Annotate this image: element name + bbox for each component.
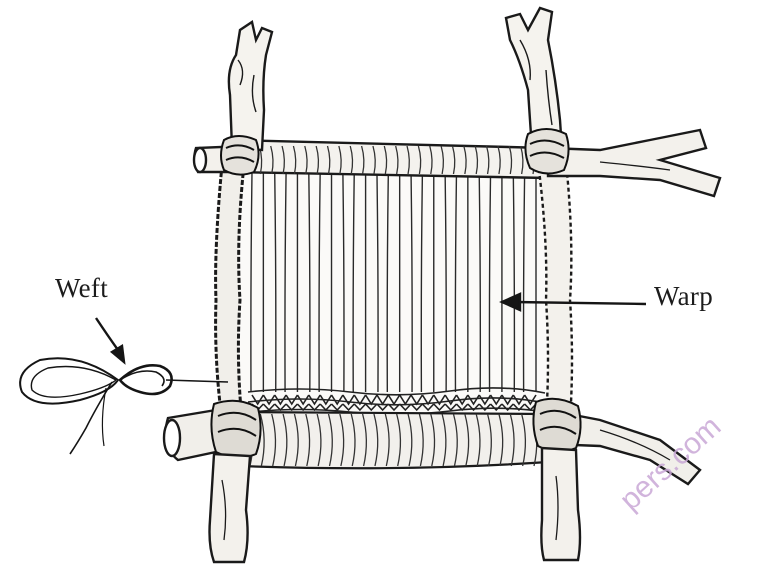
bottom-wrapped-band — [240, 412, 548, 468]
top-right-lashing — [525, 129, 568, 174]
weft-label: Weft — [55, 275, 108, 302]
lower-left-post — [210, 454, 251, 562]
bottom-right-lashing — [533, 399, 580, 452]
warp-thread-area — [238, 160, 550, 412]
lower-right-post — [541, 448, 580, 560]
warp-label: Warp — [654, 283, 713, 310]
top-wrapped-band — [232, 140, 548, 178]
top-left-lashing — [221, 136, 259, 175]
bottom-left-lashing — [211, 401, 260, 458]
